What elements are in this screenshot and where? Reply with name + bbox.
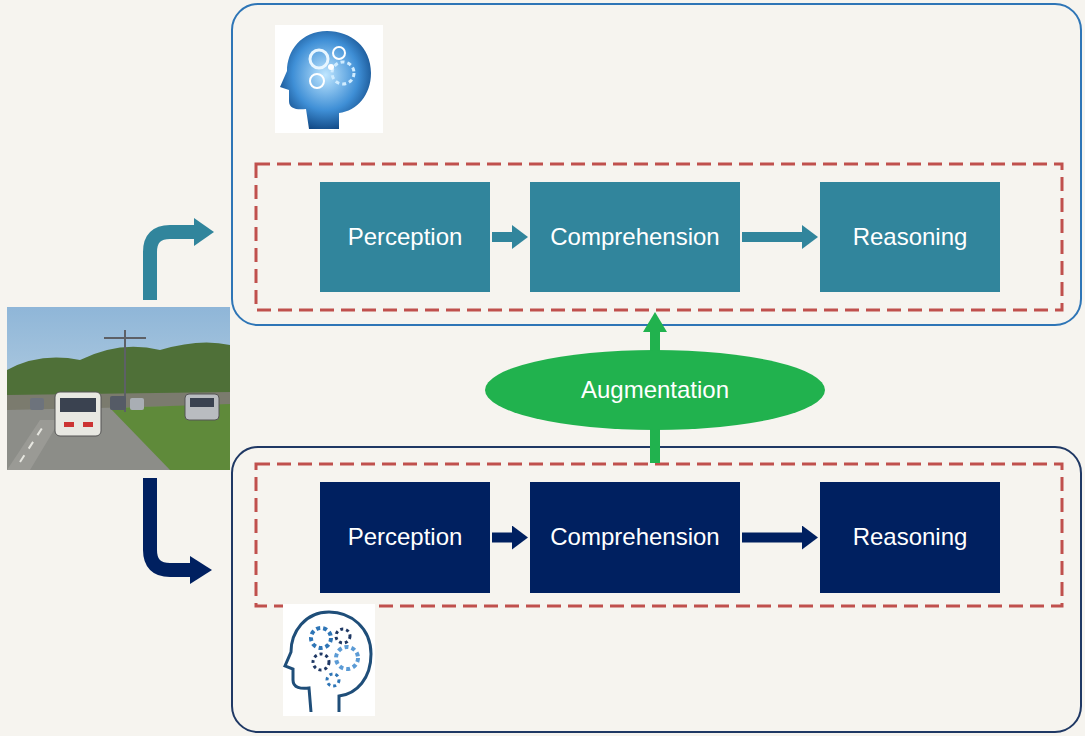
node-label: Reasoning xyxy=(853,524,968,550)
node-label: Perception xyxy=(348,524,463,550)
input-arrow-head xyxy=(194,218,214,246)
dashed-group xyxy=(256,464,1062,606)
process-box: Perception xyxy=(320,182,490,292)
flow-arrow xyxy=(742,533,802,543)
bottom-panel xyxy=(232,447,1081,732)
flow-arrow xyxy=(742,232,802,242)
road-photo xyxy=(7,307,230,470)
process-box: Comprehension xyxy=(530,182,740,292)
node-label: Perception xyxy=(348,224,463,250)
augmentation-ellipse: Augmentation xyxy=(485,350,825,430)
process-box: Reasoning xyxy=(820,182,1000,292)
process-box: Reasoning xyxy=(820,482,1000,593)
input-arrow xyxy=(150,478,192,570)
input-arrow xyxy=(150,232,196,300)
flow-arrow xyxy=(492,232,512,242)
node-label: Comprehension xyxy=(550,524,719,550)
augmentation-arrow-head xyxy=(643,312,667,332)
node-label: Augmentation xyxy=(581,377,729,403)
flow-arrow xyxy=(492,533,512,543)
process-box: Perception xyxy=(320,482,490,593)
input-arrow-head xyxy=(190,556,212,584)
process-box: Comprehension xyxy=(530,482,740,593)
brain-illustration xyxy=(275,25,383,133)
gear-head-illustration xyxy=(283,604,375,716)
node-label: Comprehension xyxy=(550,224,719,250)
node-label: Reasoning xyxy=(853,224,968,250)
top-panel xyxy=(232,4,1081,325)
dashed-group xyxy=(256,164,1062,310)
